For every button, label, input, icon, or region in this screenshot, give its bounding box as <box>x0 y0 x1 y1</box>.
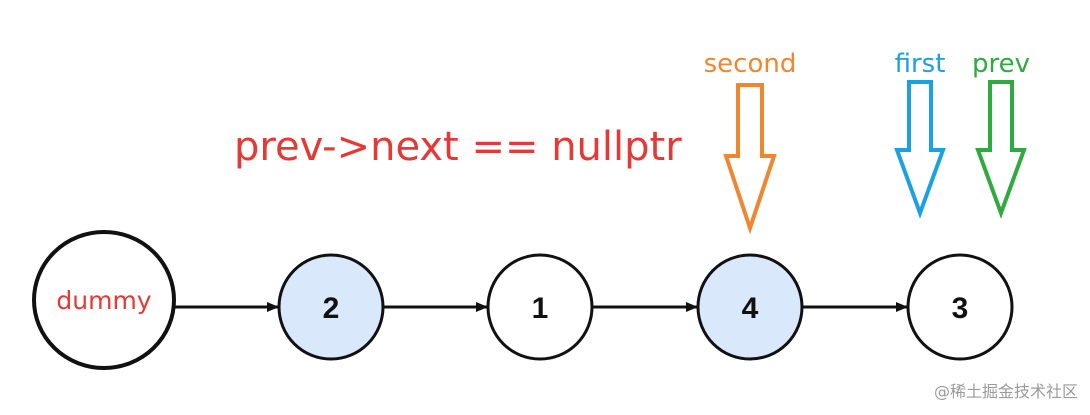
node-label: 1 <box>532 292 549 325</box>
list-node-dummy: dummy <box>32 230 176 370</box>
pointer-arrow-second <box>723 83 777 235</box>
pointers: second first prev <box>704 49 1030 235</box>
list-node-n1: 1 <box>486 253 594 361</box>
pointer-arrow-prev <box>975 80 1027 219</box>
node-label: 4 <box>742 292 759 325</box>
pointer-prev: prev <box>972 49 1030 219</box>
node-circle <box>277 253 385 361</box>
pointer-label-prev: prev <box>972 49 1030 79</box>
nodes: dummy 2 1 4 3 <box>32 230 1014 370</box>
list-node-n2: 2 <box>277 253 385 361</box>
list-node-n3: 3 <box>906 253 1014 361</box>
pointer-first: first <box>894 49 946 219</box>
node-circle <box>696 253 804 361</box>
list-node-n4: 4 <box>696 253 804 361</box>
node-label: dummy <box>56 286 151 315</box>
pointer-label-second: second <box>704 49 797 79</box>
condition-text: prev->next == nullptr <box>234 124 682 170</box>
pointer-arrow-first <box>894 80 946 219</box>
node-circle <box>32 230 176 370</box>
node-circle <box>906 253 1014 361</box>
node-circle <box>486 253 594 361</box>
watermark-text: @稀土掘金技术社区 <box>934 382 1078 401</box>
pointer-label-first: first <box>895 49 946 79</box>
node-label: 3 <box>952 292 969 325</box>
node-label: 2 <box>323 292 340 325</box>
pointer-second: second <box>704 49 797 235</box>
